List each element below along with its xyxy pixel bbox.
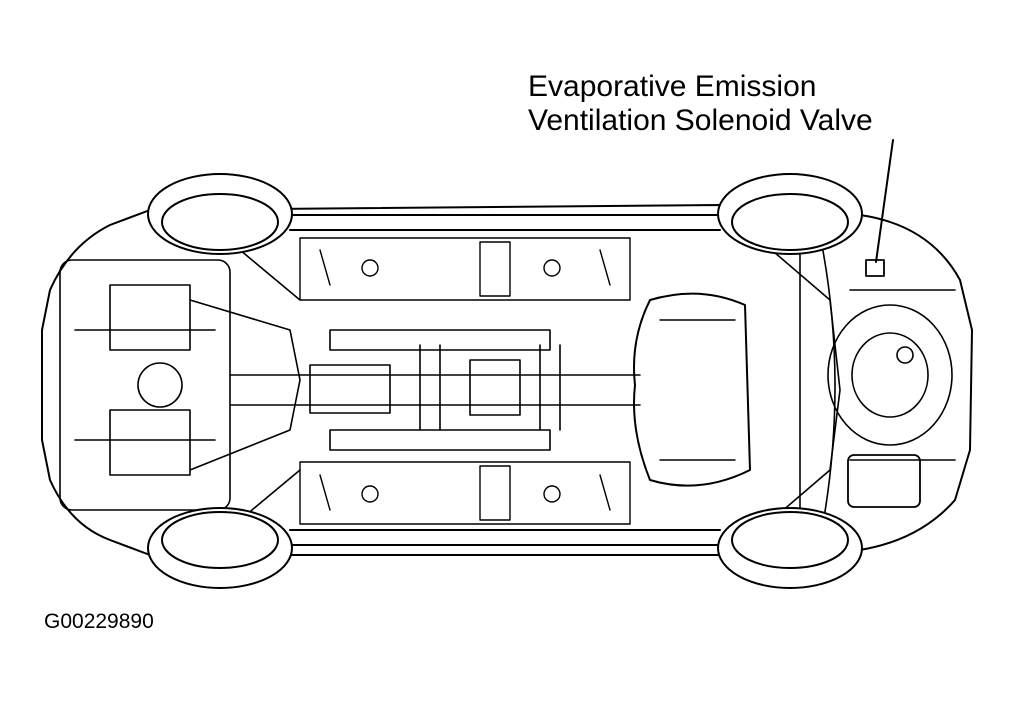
rear-right-wheel bbox=[717, 507, 863, 589]
charcoal-canister bbox=[847, 454, 921, 508]
fuel-tank bbox=[633, 292, 751, 487]
figure-id: G00229890 bbox=[44, 610, 154, 633]
front-right-wheel bbox=[147, 507, 293, 589]
spare-tire-well bbox=[827, 304, 953, 446]
callout-leader-line bbox=[875, 139, 894, 263]
rear-suspension bbox=[759, 234, 841, 541]
frame-rail-lower bbox=[289, 529, 721, 546]
ventilation-solenoid-valve bbox=[865, 259, 885, 277]
rear-crossmember bbox=[849, 289, 956, 461]
rear-left-wheel bbox=[717, 173, 863, 255]
callout-label: Evaporative Emission Ventilation Solenoi… bbox=[528, 70, 873, 138]
front-left-wheel bbox=[147, 173, 293, 255]
callout-label-line-1: Evaporative Emission bbox=[528, 70, 817, 103]
floor-panel-lower bbox=[299, 461, 631, 525]
exhaust-and-driveline bbox=[229, 329, 641, 451]
callout-label-line-2: Ventilation Solenoid Valve bbox=[528, 104, 873, 137]
frame-rail-upper bbox=[289, 214, 721, 231]
floor-panel-upper bbox=[299, 237, 631, 301]
engine-compartment bbox=[59, 249, 301, 521]
